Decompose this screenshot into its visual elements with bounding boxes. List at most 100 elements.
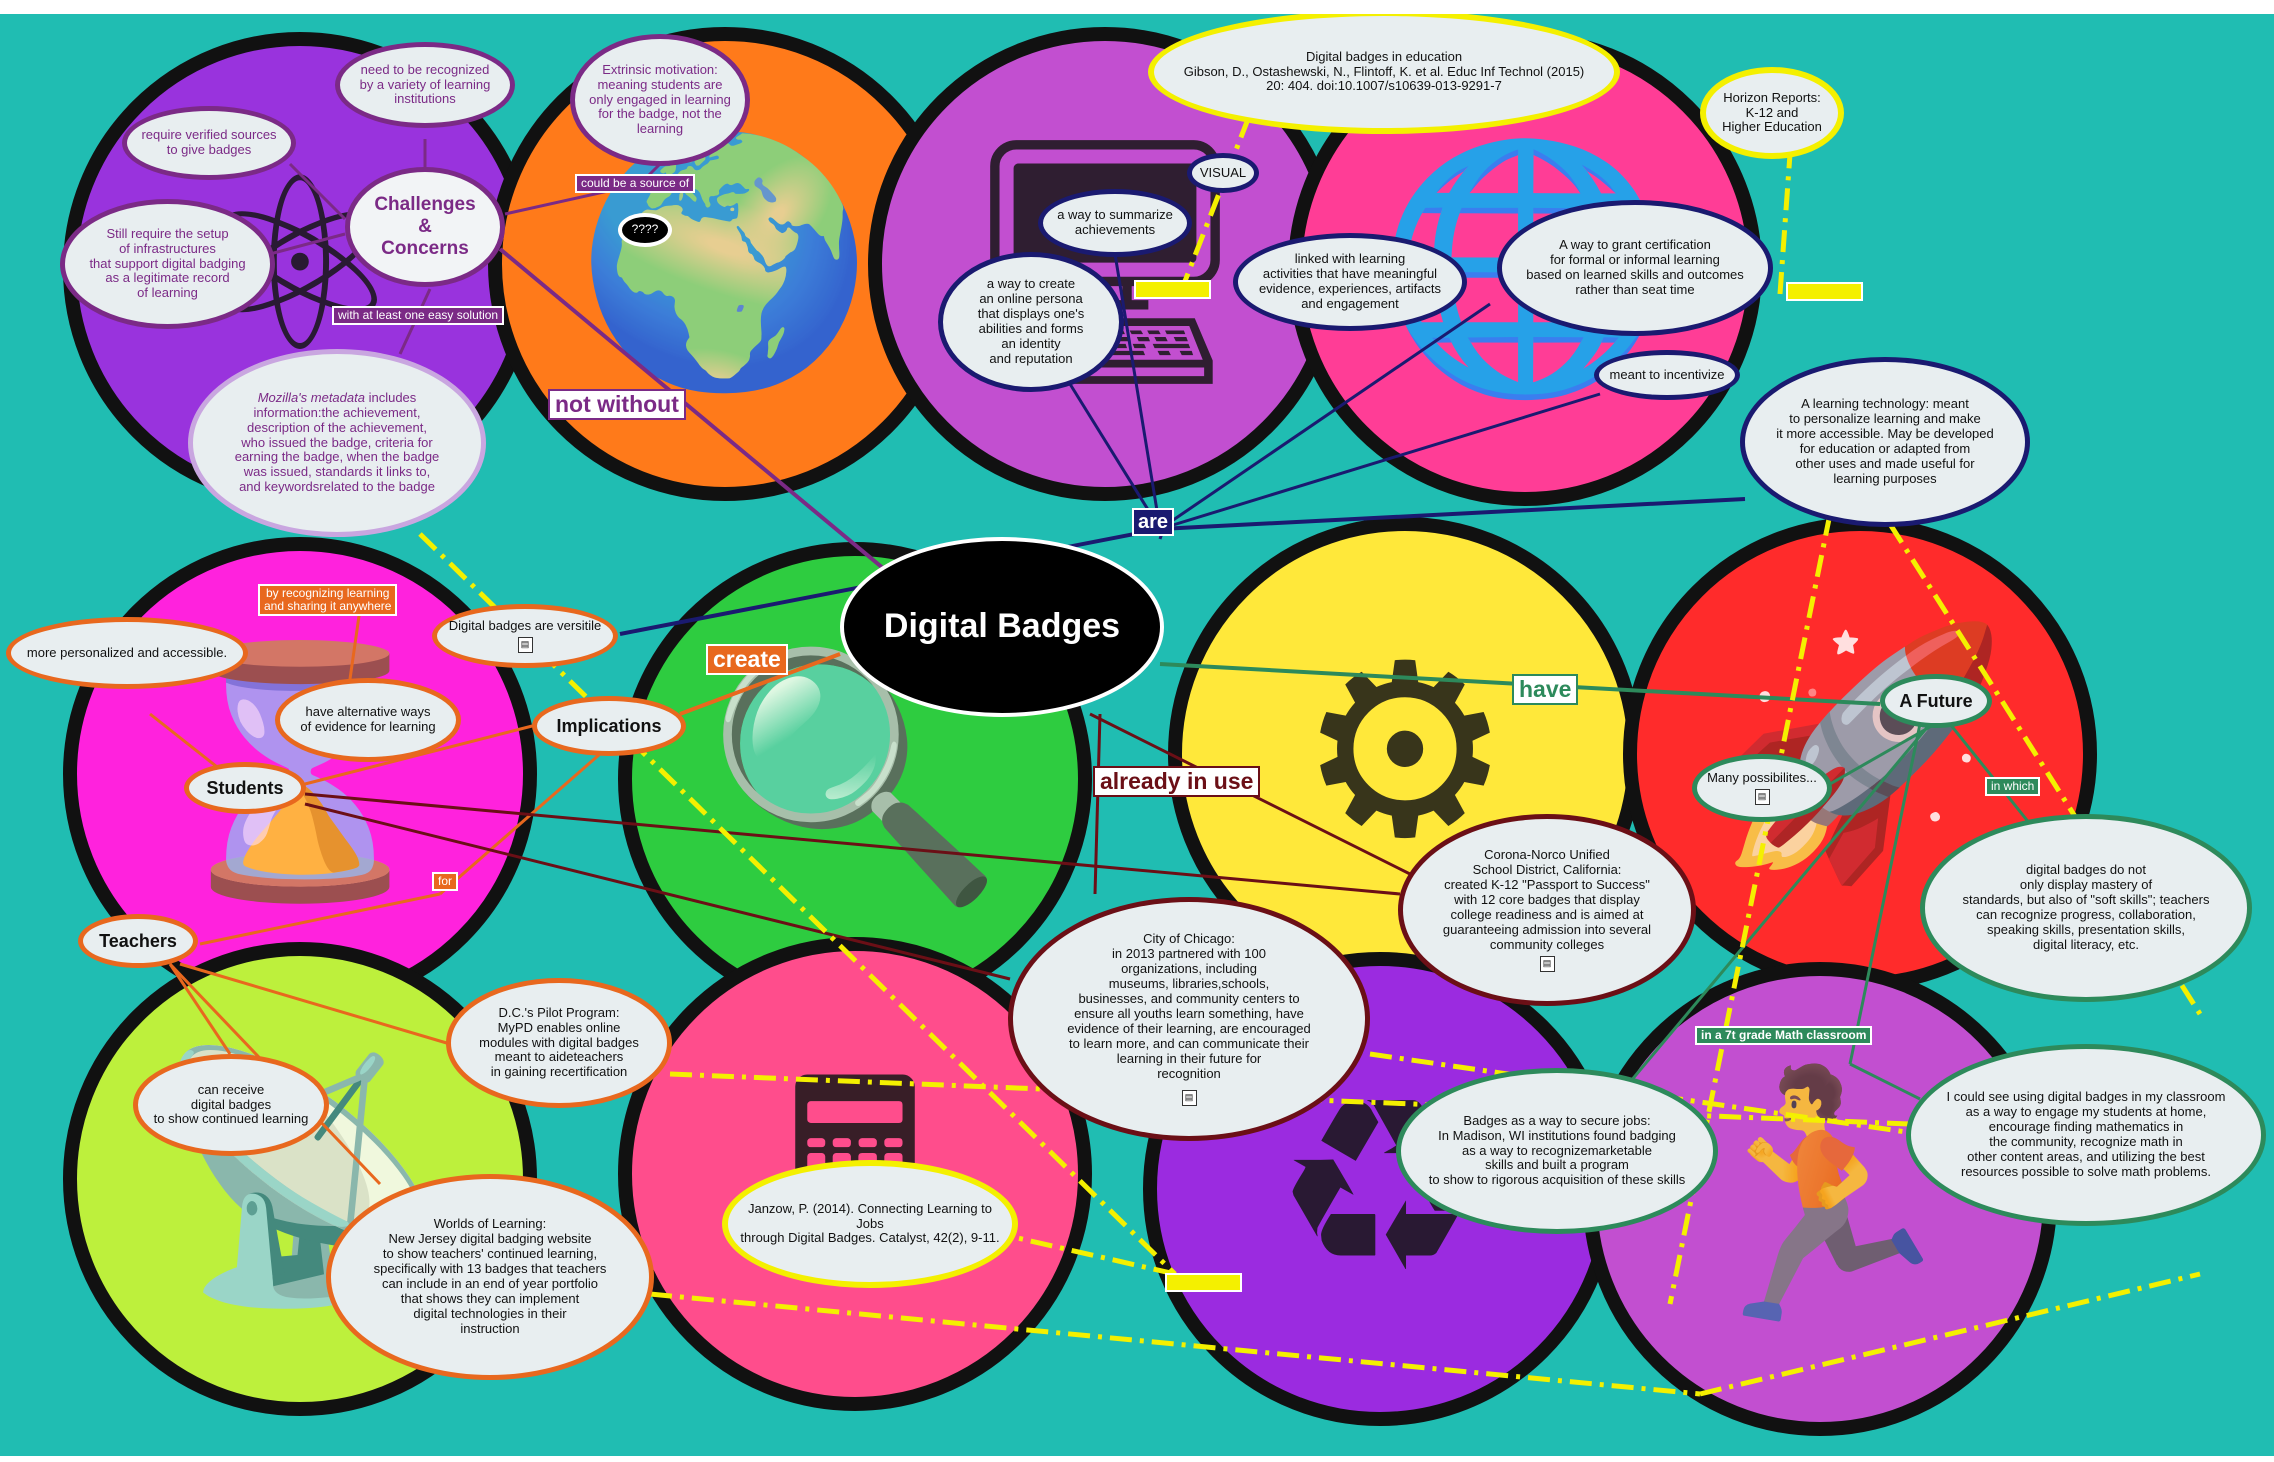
summarize-node[interactable]: a way to summarize achievements — [1038, 189, 1192, 257]
versatile-label: Digital badges are versitile — [448, 618, 602, 634]
connector-line — [1159, 392, 1601, 531]
linked-learning-node[interactable]: linked with learning activities that hav… — [1233, 233, 1467, 331]
learning-tech-label: A learning technology: meant to personal… — [1776, 396, 1994, 486]
challenges-label: Challenges & Concerns — [374, 194, 476, 259]
central-node-digital-badges[interactable]: Digital Badges — [840, 537, 1164, 717]
students-label: Students — [206, 777, 284, 798]
edge-not-without — [498, 247, 892, 576]
classroom-label: I could see using digital badges in my c… — [1946, 1089, 2226, 1179]
link-not-without[interactable]: not without — [548, 389, 686, 421]
gibson-reference-node[interactable]: Digital badges in education Gibson, D., … — [1148, 14, 1620, 134]
file-icon[interactable]: ▤ — [1754, 788, 1770, 805]
mozilla-metadata-node[interactable]: Mozilla's metadata includes information:… — [188, 349, 486, 537]
possibilities-node[interactable]: Many possibilites... ▤ — [1692, 754, 1832, 822]
teachers-node[interactable]: Teachers — [78, 914, 198, 968]
connector-line — [304, 792, 1401, 896]
secure-jobs-node[interactable]: Badges as a way to secure jobs: In Madis… — [1396, 1068, 1718, 1234]
link-could-be-source[interactable]: could be a source of — [575, 174, 696, 194]
visual-label: VISUAL — [1199, 164, 1247, 180]
incentivize-label: meant to incentivize — [1609, 366, 1725, 382]
horizon-reports-node[interactable]: Horizon Reports: K-12 and Higher Educati… — [1700, 67, 1844, 159]
file-icon[interactable]: ▤ — [517, 636, 533, 653]
globe-stand-icon: 🌍 — [576, 121, 875, 401]
dc-label: D.C.'s Pilot Program: MyPD enables onlin… — [479, 1004, 639, 1080]
personalized-node[interactable]: more personalized and accessible. — [6, 617, 248, 689]
future-node[interactable]: A Future — [1880, 674, 1992, 728]
question-node[interactable]: ???? — [618, 213, 672, 247]
file-icon[interactable]: ▤ — [1539, 955, 1555, 972]
file-icon[interactable]: ▤ — [1181, 1089, 1197, 1106]
math-class-label: in a 7t grade Math classroom — [1701, 1028, 1867, 1042]
students-node[interactable]: Students — [184, 762, 306, 814]
edge-already — [1093, 713, 1102, 895]
create-label: create — [713, 646, 781, 672]
receive-badges-node[interactable]: can receive digital badges to show conti… — [133, 1054, 329, 1156]
chicago-node[interactable]: City of Chicago: in 2013 partnered with … — [1008, 897, 1370, 1141]
according1-label: according to — [1140, 282, 1206, 296]
implications-node[interactable]: Implications — [532, 696, 686, 756]
link-already-in-use[interactable]: already in use — [1093, 766, 1261, 798]
question-label: ???? — [631, 222, 659, 237]
connector-line — [1848, 723, 1922, 1065]
personalized-label: more personalized and accessible. — [26, 644, 228, 660]
infrastructure-node[interactable]: Still require the setup of infrastructur… — [60, 199, 275, 329]
link-create[interactable]: create — [706, 644, 788, 676]
connector-line — [999, 1231, 1176, 1277]
extrinsic-motivation-node[interactable]: Extrinsic motivation: meaning students a… — [570, 34, 750, 166]
worlds-of-learning-node[interactable]: Worlds of Learning: New Jersey digital b… — [326, 1174, 654, 1380]
link-math-classroom[interactable]: in a 7t grade Math classroom — [1695, 1026, 1873, 1046]
already-label: already in use — [1100, 768, 1254, 794]
dc-pilot-node[interactable]: D.C.'s Pilot Program: MyPD enables onlin… — [446, 978, 672, 1108]
possibilities-label: Many possibilites... — [1707, 770, 1817, 786]
connector-line — [439, 752, 601, 896]
connector-line — [1618, 723, 1932, 1095]
connector-line — [199, 892, 441, 946]
corona-label: Corona-Norco Unified School District, Ca… — [1442, 847, 1652, 952]
link-for[interactable]: for — [432, 872, 459, 892]
certification-node[interactable]: A way to grant certification for formal … — [1497, 200, 1773, 336]
incentivize-node[interactable]: meant to incentivize — [1594, 350, 1740, 400]
classroom-use-node[interactable]: I could see using digital badges in my c… — [1906, 1044, 2266, 1226]
certification-label: A way to grant certification for formal … — [1526, 237, 1744, 297]
easy-label: with at least one easy solution — [338, 308, 499, 322]
visual-node[interactable]: VISUAL — [1187, 153, 1259, 193]
versatile-node[interactable]: Digital badges are versitile ▤ — [432, 604, 618, 668]
according2-label: according to — [1792, 284, 1858, 298]
link-easy-solution[interactable]: with at least one easy solution — [332, 306, 505, 326]
corona-norco-node[interactable]: Corona-Norco Unified School District, Ca… — [1398, 814, 1696, 1006]
are-label: are — [1138, 511, 1169, 533]
learning-technology-node[interactable]: A learning technology: meant to personal… — [1740, 357, 2030, 527]
worlds-label: Worlds of Learning: New Jersey digital b… — [373, 1216, 607, 1336]
online-persona-node[interactable]: a way to create an online persona that d… — [938, 252, 1124, 392]
link-are[interactable]: are — [1132, 508, 1175, 536]
challenges-node[interactable]: Challenges & Concerns — [345, 167, 505, 287]
edge-create — [679, 652, 841, 716]
link-according-gibson[interactable]: according to — [1134, 280, 1212, 300]
rocket-icon: 🚀 — [1711, 611, 2010, 891]
not-without-label: not without — [555, 391, 679, 417]
connector-line — [269, 232, 346, 256]
connector-line — [179, 962, 451, 1046]
connector-line — [1948, 723, 2032, 825]
janzow-reference-node[interactable]: Janzow, P. (2014). Connecting Learning t… — [722, 1160, 1018, 1288]
have-label: have — [1519, 676, 1572, 702]
link-according-janzow[interactable]: according to — [1165, 1273, 1243, 1293]
alternative-ways-node[interactable]: have alternative ways of evidence for le… — [275, 678, 461, 762]
connector-line — [1159, 497, 1746, 531]
soft-skills-node[interactable]: digital badges do not only display maste… — [1920, 814, 2252, 1002]
connector-line — [304, 802, 1011, 981]
link-in-which[interactable]: in which — [1985, 777, 2041, 797]
recognized-node[interactable]: need to be recognized by a variety of le… — [335, 42, 515, 128]
implications-label: Implications — [556, 715, 662, 736]
extrinsic-label: Extrinsic motivation: meaning students a… — [589, 61, 731, 137]
link-have[interactable]: have — [1512, 674, 1579, 706]
connector-line — [1113, 253, 1162, 530]
linked-label: linked with learning activities that hav… — [1258, 251, 1442, 311]
mozilla-text: Mozilla's metadata includes information:… — [235, 390, 440, 496]
connector-line — [1177, 113, 1253, 295]
link-recognizing[interactable]: by recognizing learning and sharing it a… — [258, 584, 398, 617]
link-according-horizon[interactable]: according to — [1786, 282, 1864, 302]
verified-sources-node[interactable]: require verified sources to give badges — [122, 106, 296, 180]
soft-skills-label: digital badges do not only display maste… — [1962, 862, 2210, 952]
chicago-label: City of Chicago: in 2013 partnered with … — [1067, 931, 1311, 1081]
